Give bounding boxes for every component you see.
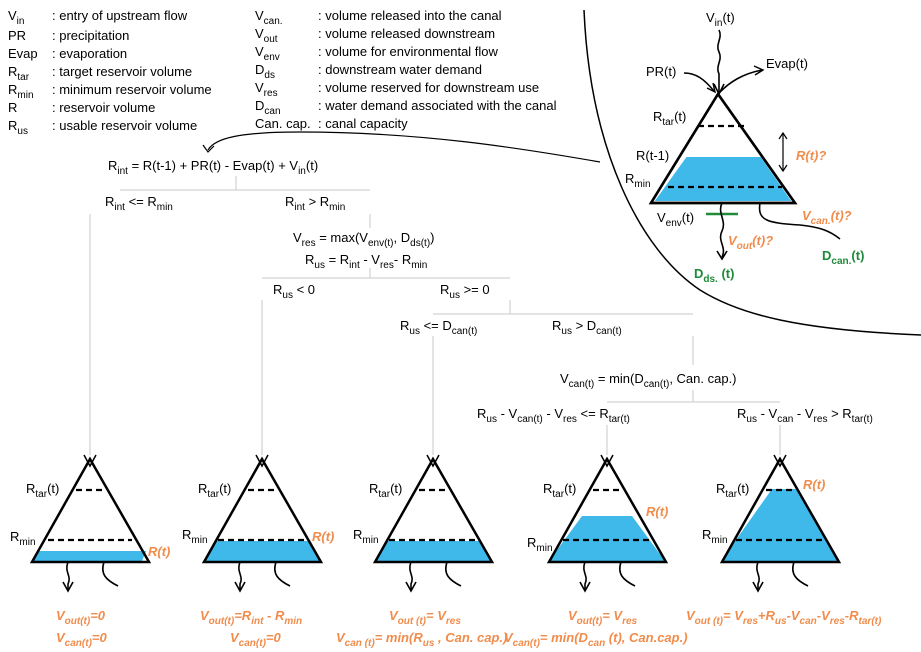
inset-boundary-curve	[583, 9, 921, 336]
legend-evap: Evap: evaporation	[8, 46, 127, 61]
t4-rtar-label: Rtar(t)	[543, 481, 576, 500]
inset-evap-label: Evap(t)	[766, 56, 808, 71]
t3-rmin-label: Rmin	[353, 527, 379, 546]
inset-venv-label: Venv(t)	[657, 210, 694, 229]
inset-pr-label: PR(t)	[646, 64, 676, 79]
t1-rtar-label: Rtar(t)	[26, 481, 59, 500]
outcome-triangle-4: Rtar(t) Rmin R(t)	[527, 456, 668, 593]
legend-left: Vin: entry of upstream flow PR: precipit…	[8, 8, 212, 137]
inset-vin-label: Vin(t)	[706, 10, 735, 29]
outcome-1-vcan: Vcan(t)=0	[56, 630, 107, 649]
vres-equation: Vres = max(Venv(t), Dds(t))	[293, 230, 435, 249]
inset-water-fill	[654, 157, 792, 201]
t5-rmin-label: Rmin	[702, 527, 728, 546]
t4-rmin-label: Rmin	[527, 535, 553, 554]
legend-r: R: reservoir volume	[8, 100, 155, 115]
t3-rtar-label: Rtar(t)	[369, 481, 402, 500]
outcome-3-vcan: Vcan (t)= min(Rus , Can. cap.)	[336, 630, 507, 649]
inset-rprev-label: R(t-1)	[636, 148, 669, 163]
inset-pr-arrow	[683, 72, 715, 92]
t2-rtar-label: Rtar(t)	[198, 481, 231, 500]
legend-vcan: Vcan.: volume released into the canal	[255, 8, 502, 27]
branch-rint-gt-rmin: Rint > Rmin	[285, 194, 345, 213]
branch-rus-gt-dcan: Rus > Dcan(t)	[552, 318, 622, 337]
inset-vout-arrow	[719, 202, 725, 258]
outcome-triangle-3: Rtar(t) Rmin	[353, 456, 495, 593]
legend-vres: Vres: volume reserved for downstream use	[255, 80, 539, 99]
vcan-equation: Vcan(t) = min(Dcan(t), Can. cap.)	[560, 371, 737, 390]
outcome-triangle-5: Rtar(t) Rmin R(t)	[702, 456, 842, 593]
rus-equation: Rus = Rint - Vres- Rmin	[305, 252, 427, 271]
legend-pr: PR: precipitation	[8, 28, 129, 43]
inset-voutq-label: Vout(t)?	[728, 233, 773, 252]
outcome-4-vcan: Vcan(t)= min(Dcan (t), Can.cap.)	[504, 630, 688, 649]
t1-rt-label: R(t)	[148, 544, 170, 559]
t5-rt-label: R(t)	[803, 477, 825, 492]
t4-rt-label: R(t)	[646, 504, 668, 519]
legend-cancap: Can. cap.: canal capacity	[255, 116, 408, 131]
tree-connectors	[89, 176, 781, 455]
t2-rmin-label: Rmin	[182, 527, 208, 546]
branch-gt-rtar: Rus - Vcan - Vres > Rtar(t)	[737, 406, 873, 425]
inset-to-tree-arrow	[207, 131, 601, 163]
legend-dds: Dds: downstream water demand	[255, 62, 482, 81]
inset-rq-label: R(t)?	[796, 148, 826, 163]
inset-dcan-label: Dcan.(t)	[822, 248, 864, 267]
branch-rus-lt-0: Rus < 0	[273, 282, 315, 301]
outcome-triangle-2: Rtar(t) Rmin R(t)	[182, 456, 334, 593]
outcome-2-vcan: Vcan(t)=0	[230, 630, 281, 649]
t1-rmin-label: Rmin	[10, 529, 36, 548]
tree-arrowheads	[83, 454, 787, 468]
inset-canal-line	[758, 202, 841, 240]
water-fill-1	[33, 551, 146, 561]
rint-equation: Rint = R(t-1) + PR(t) - Evap(t) + Vin(t)	[108, 158, 318, 177]
inset-evap-arrow	[719, 69, 763, 93]
outcome-formulas: Vout(t)=0 Vcan(t)=0 Vout(t)=Rint - Rmin …	[56, 608, 882, 649]
branch-rus-ge-0: Rus >= 0	[440, 282, 490, 301]
t5-rtar-label: Rtar(t)	[716, 481, 749, 500]
legend-right: Vcan.: volume released into the canal Vo…	[255, 8, 557, 131]
t2-rt-label: R(t)	[312, 529, 334, 544]
legend-vin: Vin: entry of upstream flow	[8, 8, 188, 27]
inset-rmin-label: Rmin	[625, 171, 651, 190]
water-fill-3	[375, 541, 492, 561]
inset-vcanq-label: Vcan.(t)?	[802, 208, 852, 227]
legend-rtar: Rtar: target reservoir volume	[8, 64, 192, 83]
inset-vin-arrow	[717, 29, 721, 92]
legend-rus: Rus: usable reservoir volume	[8, 118, 197, 137]
outcome-3-vout: Vout (t)= Vres	[389, 608, 461, 627]
branch-rus-le-dcan: Rus <= Dcan(t)	[400, 318, 477, 337]
inset-reservoir: Vin(t) PR(t) Evap(t) Rtar(t) R(t-1) Rmin…	[583, 9, 921, 336]
water-fill-2	[204, 541, 321, 561]
branch-rint-le-rmin: Rint <= Rmin	[105, 194, 173, 213]
outcome-1-vout: Vout(t)=0	[56, 608, 106, 627]
legend-venv: Venv: volume for environmental flow	[255, 44, 499, 63]
inset-dds-label: Dds. (t)	[694, 266, 734, 285]
outcome-4-vout: Vout(t)= Vres	[568, 608, 638, 627]
branch-le-rtar: Rus - Vcan(t) - Vres <= Rtar(t)	[477, 406, 630, 425]
legend-rmin: Rmin: minimum reservoir volume	[8, 82, 212, 101]
legend-vout: Vout: volume released downstream	[255, 26, 495, 45]
legend-dcan: Dcan: water demand associated with the c…	[255, 98, 557, 117]
outcome-2-vout: Vout(t)=Rint - Rmin	[200, 608, 302, 627]
outcome-5-vout: Vout (t)= Vres+Rus-Vcan-Vres-Rtar(t)	[686, 608, 882, 627]
water-fill-5	[721, 489, 838, 561]
outcome-triangle-1: Rtar(t) Rmin R(t)	[10, 456, 170, 593]
inset-rtar-label: Rtar(t)	[653, 109, 686, 128]
water-fill-4	[549, 516, 665, 561]
